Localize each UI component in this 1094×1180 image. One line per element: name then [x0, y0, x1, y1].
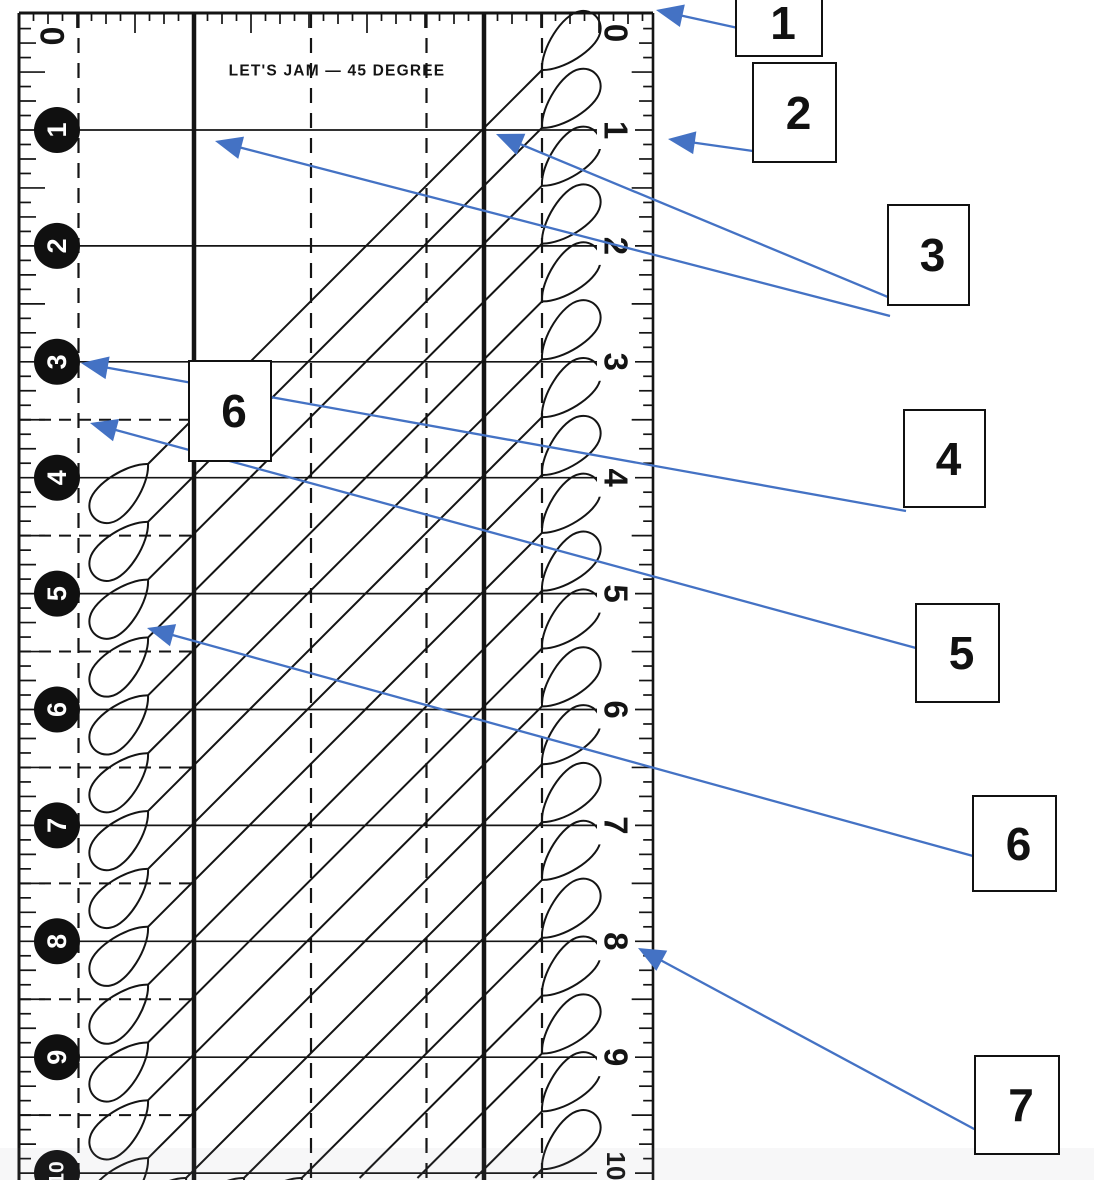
- svg-text:9: 9: [42, 1050, 72, 1065]
- svg-text:LET'S JAM — 45 DEGREE: LET'S JAM — 45 DEGREE: [229, 63, 446, 80]
- callout-box-4: 4: [903, 409, 986, 508]
- svg-text:1: 1: [42, 122, 72, 137]
- callout-box-2: 2: [752, 62, 837, 163]
- svg-text:5: 5: [42, 586, 72, 601]
- svg-text:4: 4: [598, 469, 635, 488]
- callout-label-3: 3: [919, 229, 946, 281]
- svg-text:4: 4: [42, 470, 72, 485]
- callout-label-5: 5: [948, 627, 975, 679]
- svg-text:6: 6: [598, 700, 635, 718]
- callout-box-3: 3: [887, 204, 970, 306]
- svg-text:3: 3: [42, 354, 72, 369]
- svg-text:1: 1: [598, 121, 635, 139]
- left-scale-numbers: 0 1 2 3 4 5 6 7 8 9 10: [34, 27, 80, 1180]
- photo-bottom-shade: [0, 1148, 1094, 1180]
- svg-text:8: 8: [598, 932, 635, 950]
- ruler-grid-lines: [19, 13, 653, 1180]
- callout-label-1: 1: [770, 0, 796, 49]
- svg-text:10: 10: [46, 1161, 69, 1180]
- svg-text:9: 9: [598, 1048, 635, 1066]
- callout-box-6-left: 6: [188, 360, 272, 462]
- svg-text:2: 2: [42, 238, 72, 253]
- ruler-title: LET'S JAM — 45 DEGREE: [229, 63, 446, 80]
- svg-text:5: 5: [598, 584, 635, 602]
- callout-label-6-right: 6: [1005, 817, 1032, 870]
- diagonal-45-lines: [147, 69, 543, 1179]
- svg-text:7: 7: [42, 818, 72, 833]
- callout-box-7: 7: [974, 1055, 1060, 1155]
- callout-label-4: 4: [935, 432, 962, 485]
- ruler-body: [19, 13, 653, 1180]
- svg-text:6: 6: [42, 702, 72, 717]
- callout-label-6-left: 6: [221, 385, 247, 437]
- svg-text:8: 8: [42, 934, 72, 949]
- callout-box-1: 1: [735, 0, 823, 57]
- ruler-tick-marks: [17, 11, 655, 1180]
- svg-text:0: 0: [34, 27, 72, 46]
- svg-text:10: 10: [601, 1152, 631, 1180]
- svg-text:0: 0: [598, 24, 635, 42]
- callout-label-7: 7: [1008, 1079, 1034, 1131]
- svg-text:7: 7: [598, 816, 635, 834]
- svg-text:3: 3: [598, 353, 635, 371]
- callout-label-2: 2: [785, 86, 812, 139]
- callout-box-5: 5: [915, 603, 1000, 703]
- loop-motifs: [88, 9, 602, 1180]
- callout-box-6-right: 6: [972, 795, 1057, 892]
